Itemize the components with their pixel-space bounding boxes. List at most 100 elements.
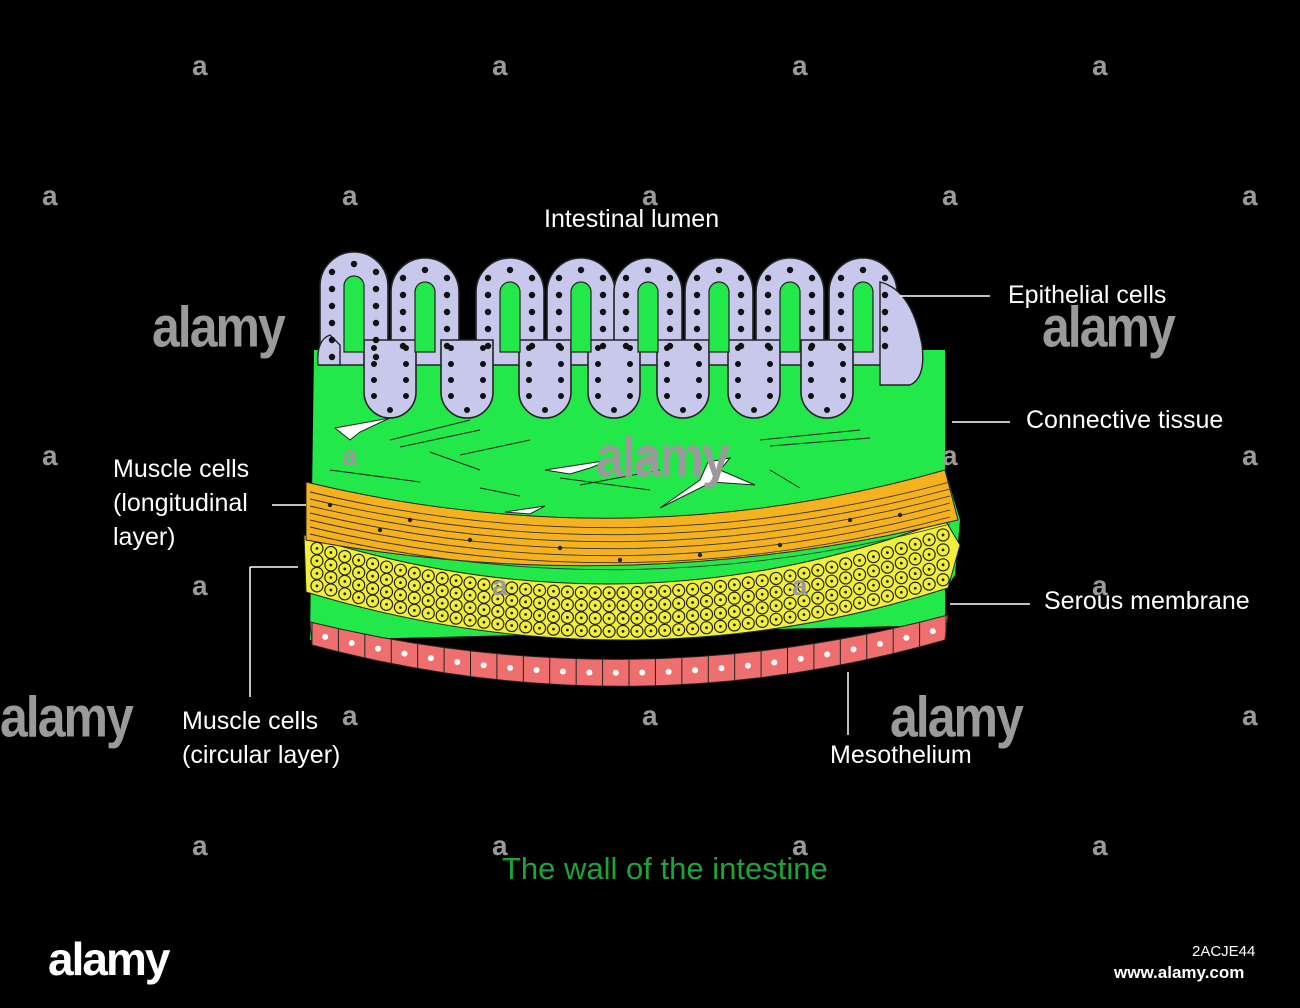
muscle-fiber-nucleus (621, 591, 625, 595)
muscle-fiber-nucleus (885, 551, 889, 555)
epithelial-nucleus (808, 325, 816, 333)
muscle-fiber-nucleus (872, 583, 875, 587)
watermark-letter: a (1092, 830, 1108, 861)
muscle-fiber-nucleus (746, 594, 750, 598)
epithelial-nucleus (555, 308, 563, 316)
fibroblast-cell (659, 457, 756, 509)
epithelial-nucleus (480, 377, 486, 383)
epithelial-villi (317, 251, 924, 419)
epithelial-nucleus (328, 285, 336, 293)
epithelial-nucleus (506, 266, 514, 274)
mesothelium-nucleus (507, 664, 514, 671)
muscle-fiber-cross-section (602, 611, 616, 626)
muscle-fiber-cross-section (922, 533, 936, 547)
epithelial-nucleus (627, 345, 633, 351)
muscle-fiber-cross-section (352, 590, 366, 605)
epithelial-nucleus (837, 325, 845, 333)
muscle-fiber-nucleus (440, 589, 444, 593)
villus-edge (879, 281, 924, 386)
epithelial-nucleus (666, 308, 674, 316)
muscle-fiber-cross-section (602, 586, 616, 600)
muscle-fiber-cross-section (560, 585, 574, 599)
watermark-letter: a (342, 440, 358, 471)
muscle-fiber-cross-section (658, 610, 672, 624)
mesothelium-nucleus (744, 662, 751, 669)
muscle-fiber-nucleus (802, 571, 806, 575)
epithelial-nucleus (840, 345, 846, 351)
muscle-fiber-nucleus (371, 574, 375, 578)
epithelial-nucleus (403, 345, 409, 351)
muscle-fiber-nucleus (538, 626, 541, 630)
muscle-fiber-cross-section (825, 602, 839, 616)
watermark-letter: a (342, 180, 358, 211)
muscle-fiber-nucleus (663, 589, 667, 593)
muscle-fiber-nucleus (732, 623, 736, 627)
villus-core (343, 275, 365, 353)
fibroblast-cell (504, 505, 546, 515)
epithelial-nucleus (595, 345, 601, 351)
mesothelium-nucleus (639, 669, 646, 676)
muscle-fiber-nucleus (802, 613, 806, 617)
muscle-fiber-cross-section (825, 574, 839, 588)
connective-fiber (759, 429, 861, 441)
epithelial-nucleus (443, 308, 451, 316)
muscle-fiber-cross-section (852, 553, 867, 567)
muscle-fiber-cross-section (894, 571, 908, 585)
fibroblast-cell (544, 459, 611, 475)
mesothelium-strip (309, 614, 949, 687)
epithelial-nucleus (767, 393, 773, 399)
muscle-fiber-cross-section (630, 624, 644, 638)
muscle-fiber-nucleus (385, 590, 388, 594)
muscle-fiber-nucleus (830, 579, 834, 583)
muscle-fiber-cross-section (839, 585, 853, 599)
epithelial-nucleus (399, 291, 407, 299)
muscle-cell-nucleus (847, 517, 853, 523)
muscle-fiber-nucleus (412, 584, 416, 587)
epithelial-nucleus (767, 377, 773, 383)
muscle-fiber-nucleus (607, 629, 611, 633)
epithelial-nucleus (484, 291, 492, 299)
muscle-fiber-cross-section (713, 579, 728, 594)
muscle-fiber-nucleus (482, 583, 486, 587)
muscle-fiber-cross-section (672, 596, 686, 611)
label-serous-membrane: Serous membrane (1044, 587, 1250, 615)
muscle-cell-nucleus (777, 542, 783, 548)
muscle-fiber-nucleus (399, 581, 402, 585)
muscle-fiber-nucleus (788, 615, 792, 619)
label-muscle-longitudinal-line2: (longitudinal (113, 489, 248, 517)
muscle-fiber-cross-section (727, 618, 741, 632)
epithelial-nucleus (403, 361, 409, 367)
muscle-fiber-cross-section (699, 594, 714, 608)
muscle-fiber-nucleus (760, 579, 764, 583)
muscle-fiber-nucleus (732, 583, 736, 587)
epithelial-nucleus (399, 274, 407, 282)
muscle-fiber-nucleus (941, 578, 945, 582)
muscle-fiber-nucleus (760, 592, 764, 596)
muscle-fiber-cross-section (532, 621, 547, 635)
connective-fiber (769, 469, 801, 489)
epithelial-nucleus (599, 325, 607, 333)
epithelial-nucleus (371, 393, 377, 399)
epithelial-nucleus (595, 393, 601, 399)
muscle-fiber-nucleus (357, 596, 361, 599)
watermark-letter: a (1092, 50, 1108, 81)
muscle-fiber-nucleus (454, 604, 458, 607)
epithelial-nucleus (881, 308, 889, 316)
muscle-fiber-cross-section (546, 609, 561, 624)
muscle-fiber-cross-section (421, 606, 435, 620)
longitudinal-fiber-line (309, 502, 951, 550)
muscle-fiber-nucleus (927, 538, 931, 542)
muscle-fiber-nucleus (816, 582, 820, 586)
muscle-fiber-cross-section (727, 604, 741, 619)
epithelial-nucleus (666, 325, 674, 333)
muscle-fiber-nucleus (385, 602, 388, 606)
muscle-fiber-cross-section (574, 611, 588, 625)
epithelial-nucleus (480, 393, 486, 399)
muscle-fiber-nucleus (482, 608, 486, 612)
muscle-fiber-nucleus (649, 629, 653, 633)
fibroblast-cell (333, 417, 391, 441)
muscle-fiber-nucleus (705, 586, 708, 590)
muscle-fiber-cross-section (880, 560, 894, 574)
muscle-fiber-cross-section (658, 623, 672, 637)
epithelial-nucleus (387, 407, 393, 413)
